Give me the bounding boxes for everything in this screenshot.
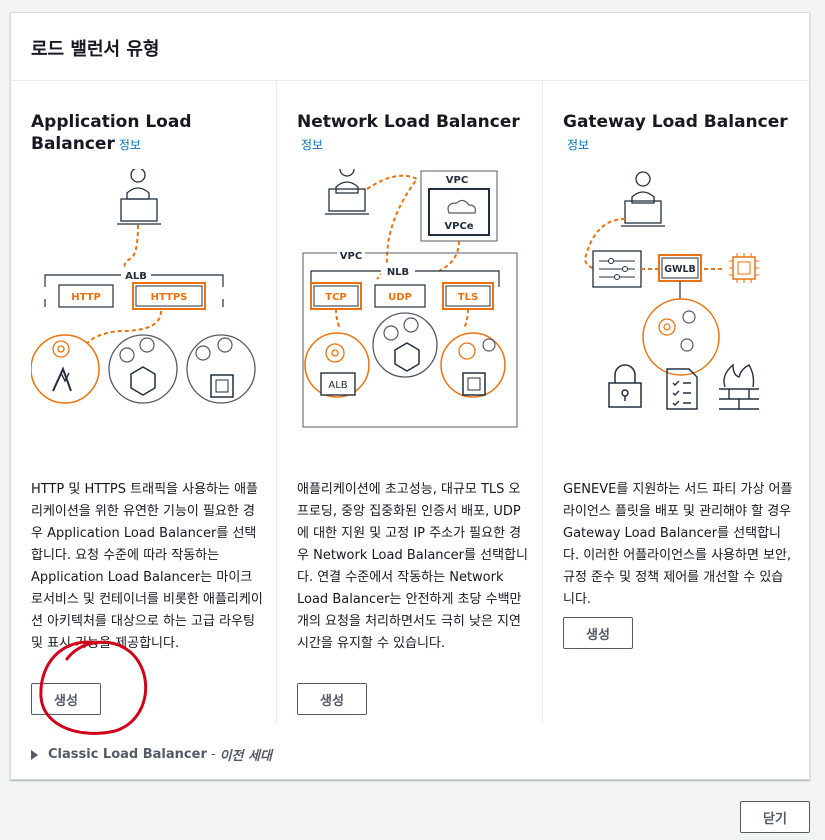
card-network-lb: Network Load Balancer 정보 VPC VPCe (277, 81, 543, 725)
alb-label: ALB (125, 271, 147, 282)
create-gwlb-button[interactable]: 생성 (563, 617, 633, 649)
classic-lb-expander[interactable]: Classic Load Balancer - 이전 세대 (31, 745, 272, 764)
target-circle (642, 298, 720, 376)
user-icon (325, 169, 369, 215)
caret-right-icon (31, 749, 38, 760)
card-title: Network Load Balancer 정보 (297, 111, 529, 156)
appliance-config-icon (592, 250, 642, 288)
card-description: 애플리케이션에 초고성능, 대규모 TLS 오프로딩, 중앙 집중화된 인증서 … (297, 482, 528, 651)
card-title-text: Application Load Balancer (31, 112, 192, 154)
vpc-top-label: VPC (446, 175, 468, 186)
create-nlb-button[interactable]: 생성 (297, 683, 367, 715)
target-group-instance-icon (186, 334, 256, 404)
close-button[interactable]: 닫기 (740, 801, 810, 833)
target-container-icon (372, 312, 438, 378)
firewall-icon (719, 363, 759, 410)
target-instance-icon (440, 332, 506, 398)
create-alb-button[interactable]: 생성 (31, 683, 101, 715)
info-link[interactable]: 정보 (567, 138, 590, 152)
card-title-text: Gateway Load Balancer (563, 112, 788, 132)
info-link[interactable]: 정보 (301, 138, 324, 152)
listener-tls-label: TLS (458, 292, 478, 303)
target-group-lambda-icon (31, 334, 100, 404)
gwlb-label: GWLB (664, 264, 696, 275)
user-icon (117, 169, 161, 225)
classic-lb-previous-generation: 이전 세대 (219, 749, 272, 764)
alb-diagram: ALB HTTP HTTPS (31, 169, 256, 404)
user-icon (621, 171, 665, 227)
listener-tcp-label: TCP (325, 292, 347, 303)
panel-title: 로드 밸런서 유형 (31, 39, 160, 60)
lock-icon (608, 364, 642, 408)
card-gateway-lb: Gateway Load Balancer 정보 (543, 81, 809, 725)
alb-box: ALB HTTP HTTPS (44, 267, 224, 310)
listener-http-label: HTTP (71, 292, 101, 303)
nlb-label: NLB (387, 267, 409, 278)
vpce-label: VPCe (444, 221, 473, 232)
classic-lb-separator: - (210, 747, 216, 762)
card-description: GENEVE를 지원하는 서드 파티 가상 어플라이언스 플릿을 배포 및 관리… (563, 482, 793, 607)
listener-udp-label: UDP (388, 292, 412, 303)
vpc-label: VPC (340, 251, 362, 262)
info-link[interactable]: 정보 (118, 138, 141, 152)
target-group-container-icon (108, 334, 178, 404)
vpc-box: VPC NLB TCP UDP TLS (302, 247, 518, 428)
listener-https-label: HTTPS (151, 292, 188, 303)
card-title-text: Network Load Balancer (297, 112, 520, 132)
gwlb-box: GWLB (658, 254, 702, 282)
checklist-icon (666, 368, 698, 410)
card-title: Gateway Load Balancer 정보 (563, 111, 795, 156)
target-alb-label: ALB (328, 380, 347, 391)
gwlb-diagram: GWLB (583, 171, 759, 410)
panel-header: 로드 밸런서 유형 (11, 13, 809, 81)
vpce-box: VPC VPCe (420, 170, 498, 242)
nlb-diagram: VPC VPCe VPC NLB TCP UDP (302, 169, 518, 428)
card-description: HTTP 및 HTTPS 트래픽을 사용하는 애플리케이션을 위한 유연한 기능… (31, 482, 263, 651)
target-alb-icon: ALB (304, 332, 370, 398)
classic-lb-label: Classic Load Balancer (48, 747, 207, 762)
appliance-chip-icon (729, 253, 759, 283)
